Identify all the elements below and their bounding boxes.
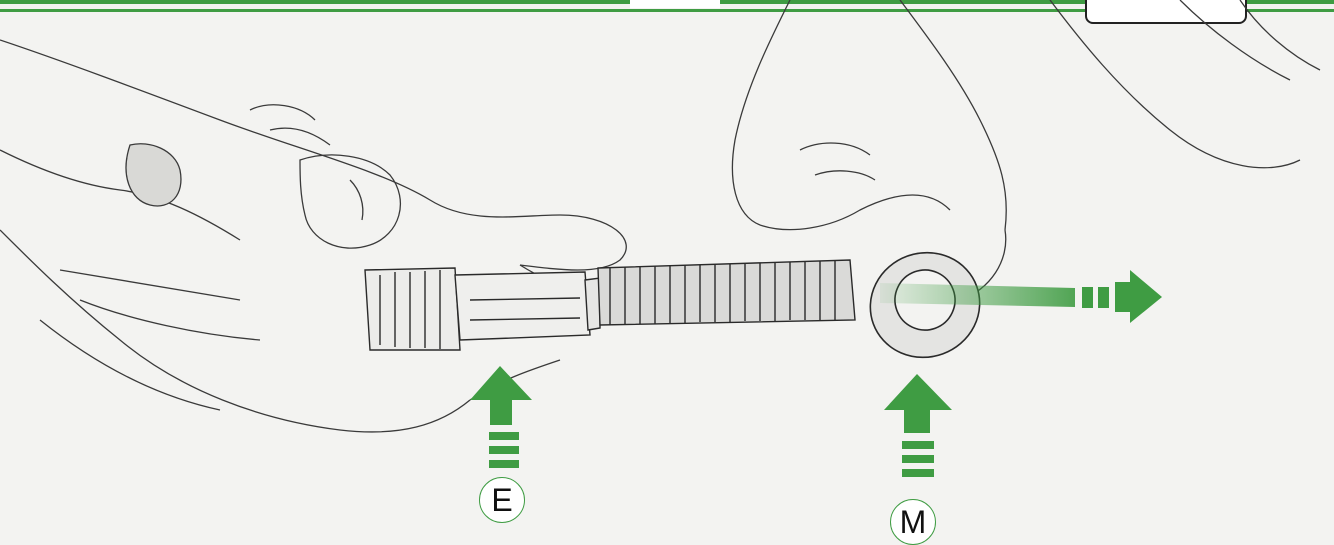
callout-label-m: M <box>890 499 936 545</box>
bolt-sketch <box>365 260 855 350</box>
callout-label-e: E <box>479 477 525 523</box>
left-hand-sketch <box>0 40 630 432</box>
right-hand-sketch <box>732 0 1320 300</box>
arrow-e <box>470 366 532 468</box>
arrow-m <box>884 374 952 477</box>
washer-sketch <box>856 237 995 372</box>
